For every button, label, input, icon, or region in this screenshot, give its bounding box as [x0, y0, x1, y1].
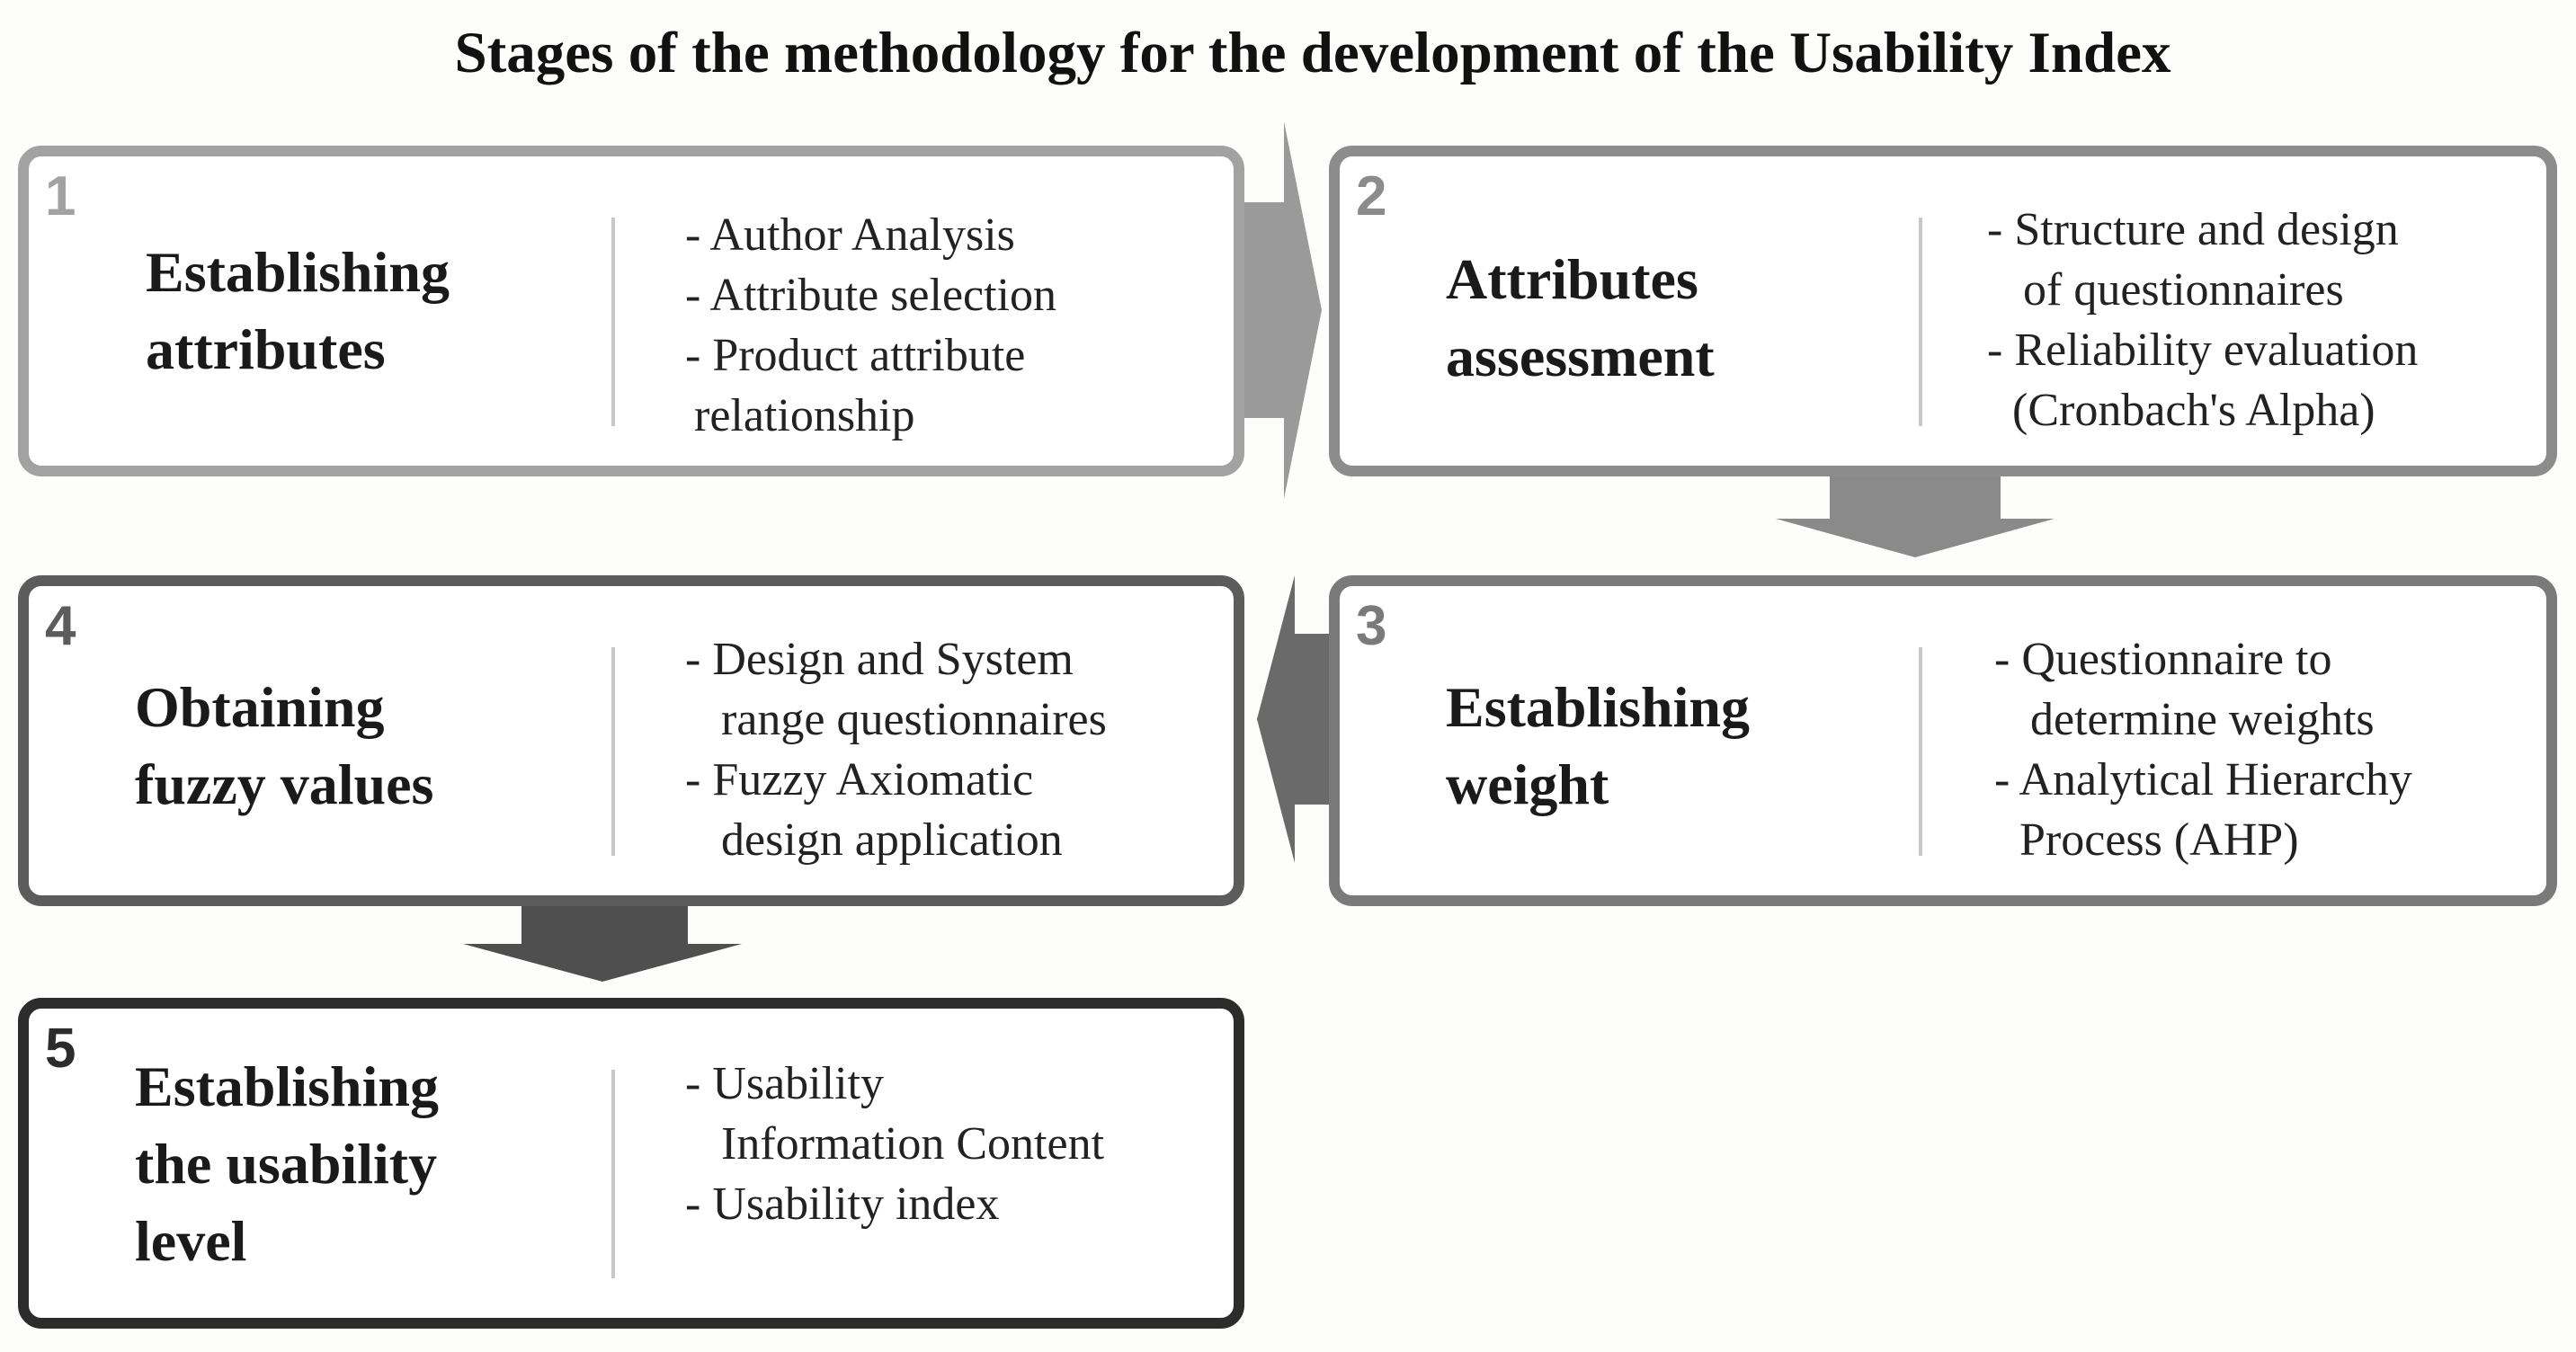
stage-2-number: 2: [1356, 165, 1387, 227]
stage-4-title-line: fuzzy values: [135, 752, 434, 816]
stage-1-title-line: Establishing: [146, 240, 450, 304]
stage-1-title-line: attributes: [146, 317, 386, 381]
stage-5-box: 5 Establishing the usability level - Usa…: [18, 998, 1244, 1329]
diagram-title: Stages of the methodology for the develo…: [454, 21, 2171, 85]
stage-5-divider: [611, 1070, 615, 1278]
stage-5-title-line: level: [135, 1209, 247, 1273]
stage-3-divider: [1919, 647, 1922, 856]
stage-1-divider: [611, 218, 615, 426]
stage-1-item: - Author Analysis: [685, 209, 1015, 261]
stage-3-title-line: weight: [1446, 752, 1609, 816]
stage-4-divider: [611, 647, 615, 856]
stage-1-item: - Attribute selection: [685, 270, 1057, 321]
stage-3-number: 3: [1356, 595, 1387, 657]
stage-5-title-line: Establishing: [135, 1054, 439, 1118]
arrow-4-to-5: [463, 890, 742, 982]
stage-2-title-line: Attributes: [1446, 247, 1698, 311]
stage-1-box: 1 Establishing attributes - Author Analy…: [18, 146, 1244, 476]
arrow-3-to-4: [1257, 575, 1340, 863]
stage-5-item: - Usability index: [685, 1179, 1000, 1230]
stage-5-title: Establishing the usability level: [135, 1048, 439, 1280]
stage-4-box: 4 Obtaining fuzzy values - Design and Sy…: [18, 575, 1244, 906]
stage-3-title: Establishing weight: [1446, 669, 1750, 823]
stage-4-title-line: Obtaining: [135, 675, 385, 739]
stage-1-title: Establishing attributes: [146, 234, 450, 388]
stage-1-items: - Author Analysis - Attribute selection …: [685, 205, 1056, 446]
arrow-1-to-2: [1232, 121, 1322, 499]
stage-2-divider: [1919, 218, 1922, 426]
stage-5-title-line: the usability: [135, 1132, 438, 1196]
stage-2-title: Attributes assessment: [1446, 241, 1715, 396]
stage-3-title-line: Establishing: [1446, 675, 1750, 739]
stage-4-title: Obtaining fuzzy values: [135, 669, 433, 823]
stage-1-number: 1: [45, 165, 76, 227]
stage-2-title-line: assessment: [1446, 325, 1715, 388]
stage-5-number: 5: [45, 1018, 76, 1080]
stage-2-item: - Reliability evaluation(Cronbach's Alph…: [1987, 325, 2419, 436]
stage-4-number: 4: [45, 595, 76, 657]
stage-2-box: 2 Attributes assessment - Structure and …: [1329, 146, 2557, 476]
arrow-2-to-3: [1776, 472, 2055, 557]
stage-3-box: 3 Establishing weight - Questionnaire to…: [1329, 575, 2557, 906]
